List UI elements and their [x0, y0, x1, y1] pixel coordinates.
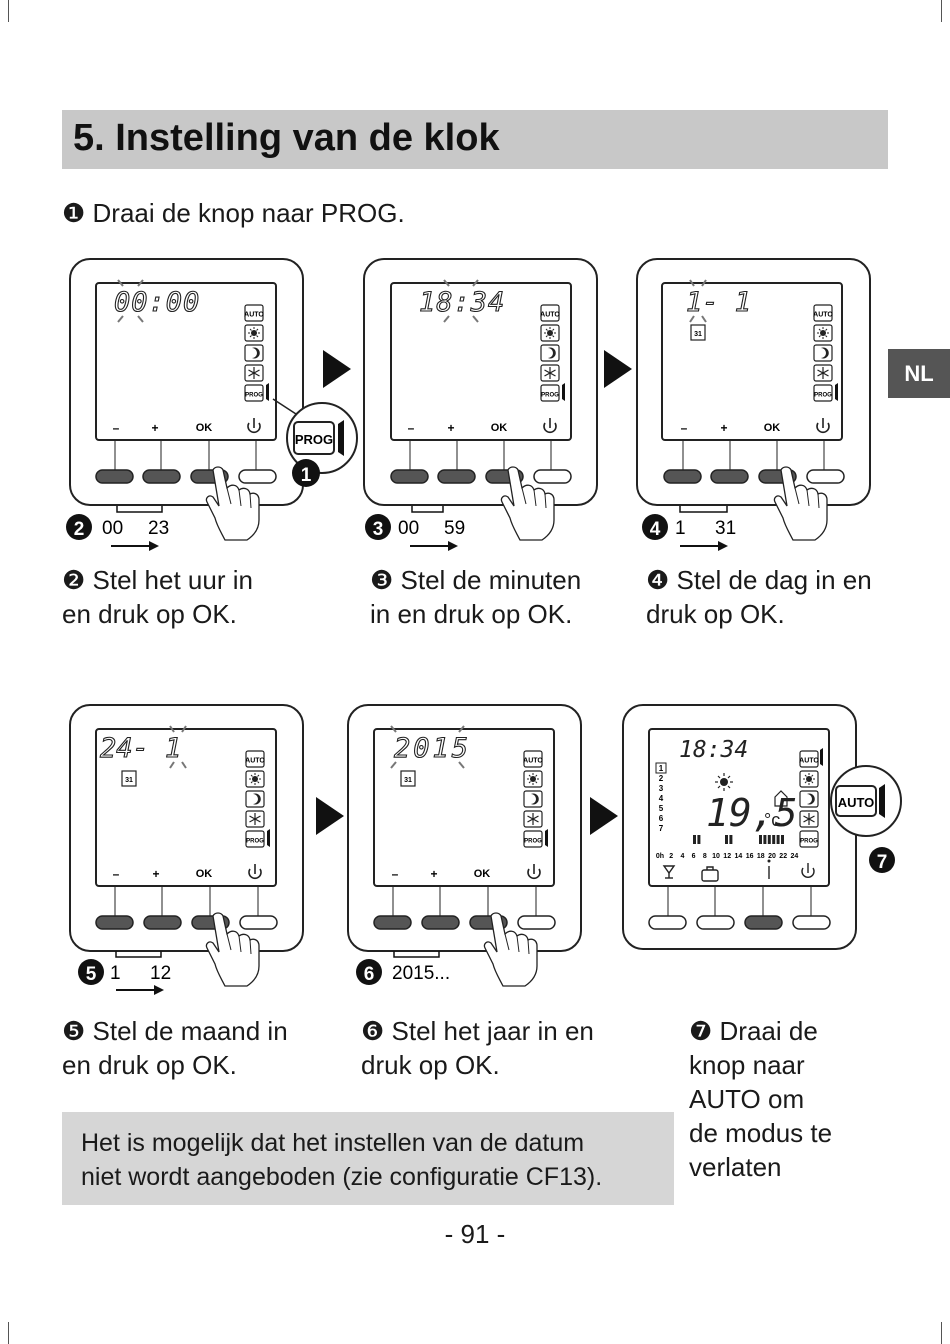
hour-label: 0h — [656, 853, 664, 860]
program-bar — [781, 835, 784, 844]
crop-mark — [941, 1322, 942, 1344]
hour-label: 4 — [680, 853, 684, 860]
svg-text:31: 31 — [694, 331, 702, 338]
hour-label: 22 — [779, 853, 787, 860]
day-label: 5 — [659, 804, 664, 813]
hour-label: 14 — [735, 853, 743, 860]
svg-text:00:00: 00:00 — [114, 287, 200, 318]
svg-text:19,5: 19,5 — [706, 791, 798, 835]
svg-text:OK: OK — [474, 868, 491, 880]
program-bar — [767, 835, 771, 844]
day-label: 4 — [659, 794, 664, 803]
svg-text:+: + — [430, 867, 437, 881]
svg-text:PROG: PROG — [295, 432, 333, 447]
svg-text:OK: OK — [196, 868, 213, 880]
svg-text:+: + — [151, 421, 158, 435]
svg-text:12: 12 — [150, 963, 171, 984]
svg-text:59: 59 — [444, 518, 465, 539]
svg-text:18:34: 18:34 — [419, 287, 505, 318]
thermostat-panel-2: 18:34 – + OK 3 00 59 — [363, 258, 598, 552]
crop-mark — [8, 1322, 9, 1344]
svg-text:2: 2 — [74, 519, 85, 540]
svg-text:+: + — [447, 421, 454, 435]
svg-text:°c: °c — [764, 810, 780, 830]
program-bar — [697, 835, 701, 844]
day-label: 6 — [659, 814, 664, 823]
page-number: - 91 - — [444, 1219, 506, 1249]
svg-text:2015...: 2015... — [392, 963, 450, 984]
day-label: 7 — [659, 824, 664, 833]
hour-label: 6 — [692, 853, 696, 860]
svg-text:–: – — [113, 421, 120, 435]
program-bar — [725, 835, 728, 844]
note-box: Het is mogelijk dat het instellen van de… — [62, 1112, 674, 1205]
svg-text:–: – — [113, 867, 120, 881]
svg-text:–: – — [392, 867, 399, 881]
svg-text:OK: OK — [764, 422, 781, 434]
hour-label: 20 — [768, 853, 776, 860]
svg-text:+: + — [720, 421, 727, 435]
svg-text:1: 1 — [675, 518, 686, 539]
day-label: 2 — [659, 774, 664, 783]
program-bar — [729, 835, 733, 844]
intro-step: ❶ Draai de knop naar PROG. — [62, 198, 405, 228]
svg-text:3: 3 — [373, 519, 384, 540]
svg-text:6: 6 — [364, 964, 375, 985]
day-label: 3 — [659, 784, 664, 793]
svg-text:7: 7 — [877, 852, 888, 873]
crop-mark — [941, 0, 942, 22]
svg-text:1: 1 — [110, 963, 121, 984]
svg-text:OK: OK — [491, 422, 508, 434]
svg-text:1- 1: 1- 1 — [686, 287, 751, 318]
svg-text:–: – — [408, 421, 415, 435]
svg-text:AUTO: AUTO — [838, 795, 875, 810]
svg-text:+: + — [152, 867, 159, 881]
svg-text:2015: 2015 — [394, 733, 471, 764]
day-label: 1 — [659, 764, 664, 773]
crop-mark — [8, 0, 9, 22]
section-heading-bar: 5. Instelling van de klok — [62, 110, 888, 169]
hour-label: 8 — [703, 853, 707, 860]
program-bar — [693, 835, 696, 844]
thermostat-panel-1: 00:00 – + OK PROG 1 2 00 23 — [66, 258, 358, 552]
hour-label: 16 — [746, 853, 754, 860]
thermostat-panel-3: 1- 1 31 – + OK 4 1 31 — [636, 258, 871, 552]
hour-label: 24 — [791, 853, 799, 860]
svg-text:24- 1: 24- 1 — [100, 733, 181, 764]
hour-label: 2 — [669, 853, 673, 860]
svg-text:31: 31 — [125, 777, 133, 784]
svg-text:31: 31 — [404, 777, 412, 784]
language-tab: NL — [888, 349, 950, 398]
hour-label: 10 — [712, 853, 720, 860]
svg-text:4: 4 — [650, 519, 661, 540]
thermostat-panel-4: 24- 1 31 – + OK 5 1 12 — [69, 704, 304, 996]
program-bar — [776, 835, 780, 844]
hour-label: 18 — [757, 853, 765, 860]
svg-text:OK: OK — [196, 422, 213, 434]
svg-text:–: – — [681, 421, 688, 435]
note-text: Het is mogelijk dat het instellen van de… — [81, 1129, 603, 1191]
svg-text:00: 00 — [398, 518, 419, 539]
svg-text:1: 1 — [301, 465, 312, 486]
hour-label: 12 — [723, 853, 731, 860]
program-bar — [772, 835, 776, 844]
svg-text:31: 31 — [715, 518, 736, 539]
svg-text:23: 23 — [148, 518, 169, 539]
svg-text:00: 00 — [102, 518, 123, 539]
svg-text:18:34: 18:34 — [679, 737, 748, 763]
section-heading: 5. Instelling van de klok — [73, 117, 500, 159]
svg-text:5: 5 — [86, 964, 97, 985]
program-bar — [763, 835, 767, 844]
thermostat-panel-5: 2015 31 – + OK 6 2015... — [347, 704, 582, 987]
program-bar — [759, 835, 762, 844]
